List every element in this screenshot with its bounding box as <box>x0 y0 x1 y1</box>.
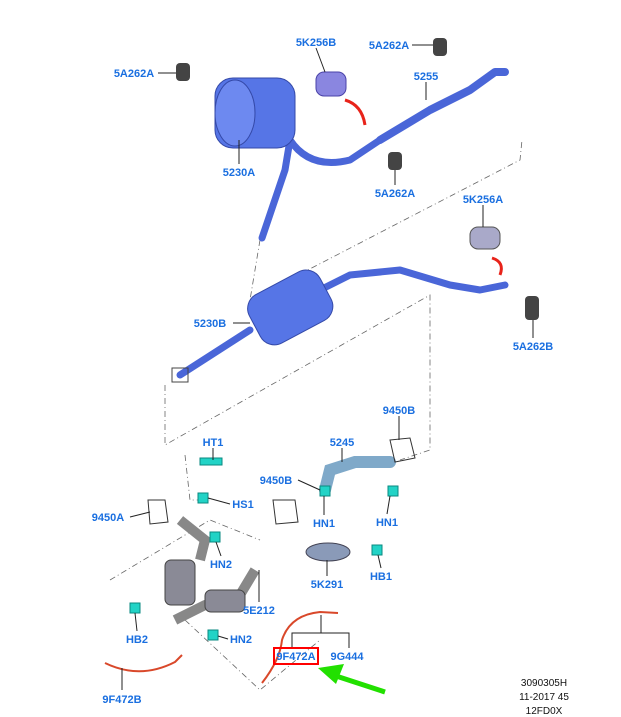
label-5255[interactable]: 5255 <box>414 71 438 83</box>
label-HN1[interactable]: HN1 <box>376 517 398 529</box>
label-5K291[interactable]: 5K291 <box>311 579 343 591</box>
part-labels: 5K256B 5A262A 5A262A 5255 5230A 5A262A 5… <box>92 37 553 706</box>
diagram-ref: 12FD0X <box>525 706 563 717</box>
label-5A262A[interactable]: 5A262A <box>369 40 409 52</box>
motion-arrow <box>344 98 367 126</box>
label-9F472A[interactable]: 9F472A <box>276 651 315 663</box>
catalytic-converter[interactable] <box>164 516 260 625</box>
label-5245[interactable]: 5245 <box>330 437 354 449</box>
diagram-date: 11-2017 45 <box>519 692 569 703</box>
label-5A262A[interactable]: 5A262A <box>375 188 415 200</box>
label-9450B[interactable]: 9450B <box>260 475 292 487</box>
label-9450A[interactable]: 9450A <box>92 512 124 524</box>
label-HS1[interactable]: HS1 <box>232 499 253 511</box>
label-5A262B[interactable]: 5A262B <box>513 341 553 353</box>
leader-lines <box>121 44 534 690</box>
alignment-lines <box>109 139 523 691</box>
label-HB2[interactable]: HB2 <box>126 634 148 646</box>
clamp-5K256B[interactable] <box>315 71 347 97</box>
label-5K256A[interactable]: 5K256A <box>463 194 503 206</box>
highlight-box <box>273 647 319 665</box>
label-5K256B[interactable]: 5K256B <box>296 37 336 49</box>
label-HN2[interactable]: HN2 <box>230 634 252 646</box>
flex-gasket-5K291[interactable] <box>305 542 351 562</box>
diagram-code: 3090305H <box>520 678 568 689</box>
label-5E212[interactable]: 5E212 <box>243 605 275 617</box>
insulators[interactable] <box>176 38 539 320</box>
sensor-wires[interactable] <box>104 610 339 684</box>
fasteners[interactable] <box>129 457 399 641</box>
tailpipe-5255[interactable] <box>376 68 509 144</box>
label-HT1[interactable]: HT1 <box>203 437 224 449</box>
motion-arrow <box>491 256 503 276</box>
label-HN2[interactable]: HN2 <box>210 559 232 571</box>
label-5A262A[interactable]: 5A262A <box>114 68 154 80</box>
label-HN1[interactable]: HN1 <box>313 518 335 530</box>
label-5230B[interactable]: 5230B <box>194 318 226 330</box>
label-HB1[interactable]: HB1 <box>370 571 392 583</box>
clamp-5K256A[interactable] <box>469 226 501 250</box>
label-9F472B[interactable]: 9F472B <box>102 694 141 706</box>
front-pipe-5245[interactable] <box>147 437 416 525</box>
center-muffler-5230B[interactable] <box>171 264 509 383</box>
label-9G444[interactable]: 9G444 <box>330 651 364 663</box>
pointer-arrow <box>318 664 386 695</box>
rear-muffler-5230A[interactable] <box>214 77 384 242</box>
label-5230A[interactable]: 5230A <box>223 167 255 179</box>
label-9450B[interactable]: 9450B <box>383 405 415 417</box>
